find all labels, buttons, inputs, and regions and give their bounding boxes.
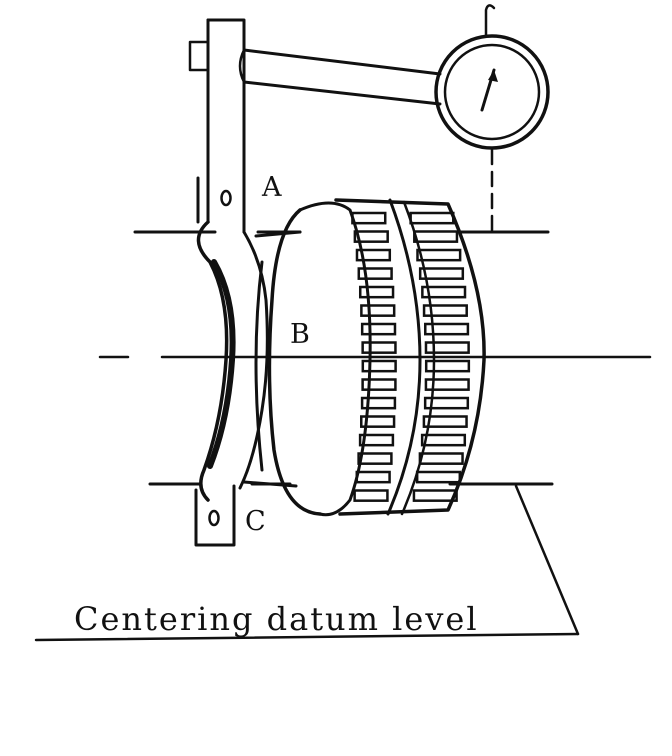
gear-tooth bbox=[418, 452, 464, 465]
label-c: C bbox=[245, 506, 266, 537]
gear-tooth bbox=[416, 248, 462, 262]
caption-text: Centering datum level bbox=[74, 600, 479, 638]
label-a: A bbox=[261, 172, 282, 203]
gear-tooth bbox=[409, 211, 455, 225]
gear-tooth bbox=[358, 433, 395, 447]
gear-tooth bbox=[360, 322, 397, 336]
hole-a bbox=[220, 189, 232, 207]
gear-tooth bbox=[423, 396, 470, 410]
hole-c bbox=[208, 509, 220, 527]
gear-tooth bbox=[358, 285, 395, 299]
dial-indicator bbox=[434, 4, 550, 234]
reference-holes bbox=[208, 189, 232, 527]
gear-tooth bbox=[422, 304, 468, 317]
gear-tooth bbox=[424, 378, 470, 391]
caption-leader bbox=[34, 484, 580, 642]
gear-tooth bbox=[424, 322, 470, 336]
gear-tooth bbox=[422, 415, 468, 428]
gear-tooth bbox=[412, 489, 458, 502]
gear-tooth bbox=[415, 470, 462, 484]
gear-tooth bbox=[361, 378, 397, 391]
gear-tooth bbox=[351, 211, 387, 225]
gear-tooth bbox=[424, 341, 470, 354]
gear-tooth bbox=[355, 470, 391, 484]
gear-tooth bbox=[357, 267, 393, 280]
gear-tooth bbox=[413, 230, 459, 243]
gear-tooth bbox=[360, 415, 396, 428]
coupling-hub bbox=[242, 198, 486, 517]
gear-tooth bbox=[418, 267, 465, 280]
gear-tooth bbox=[420, 433, 467, 447]
indicator-arm bbox=[238, 48, 442, 106]
gear-tooth bbox=[353, 489, 389, 502]
gear-tooth bbox=[357, 452, 393, 465]
gear-tooth bbox=[424, 359, 471, 373]
gear-tooth bbox=[353, 230, 389, 243]
gear-tooth bbox=[361, 341, 397, 354]
indicator-bracket bbox=[188, 18, 269, 547]
gear-tooth bbox=[361, 359, 397, 373]
gear-tooth bbox=[421, 285, 467, 299]
gear-tooth bbox=[360, 396, 397, 410]
gear-tooth bbox=[360, 304, 396, 317]
label-b: B bbox=[290, 319, 310, 350]
gear-teeth bbox=[351, 211, 471, 502]
gear-tooth bbox=[355, 248, 392, 262]
